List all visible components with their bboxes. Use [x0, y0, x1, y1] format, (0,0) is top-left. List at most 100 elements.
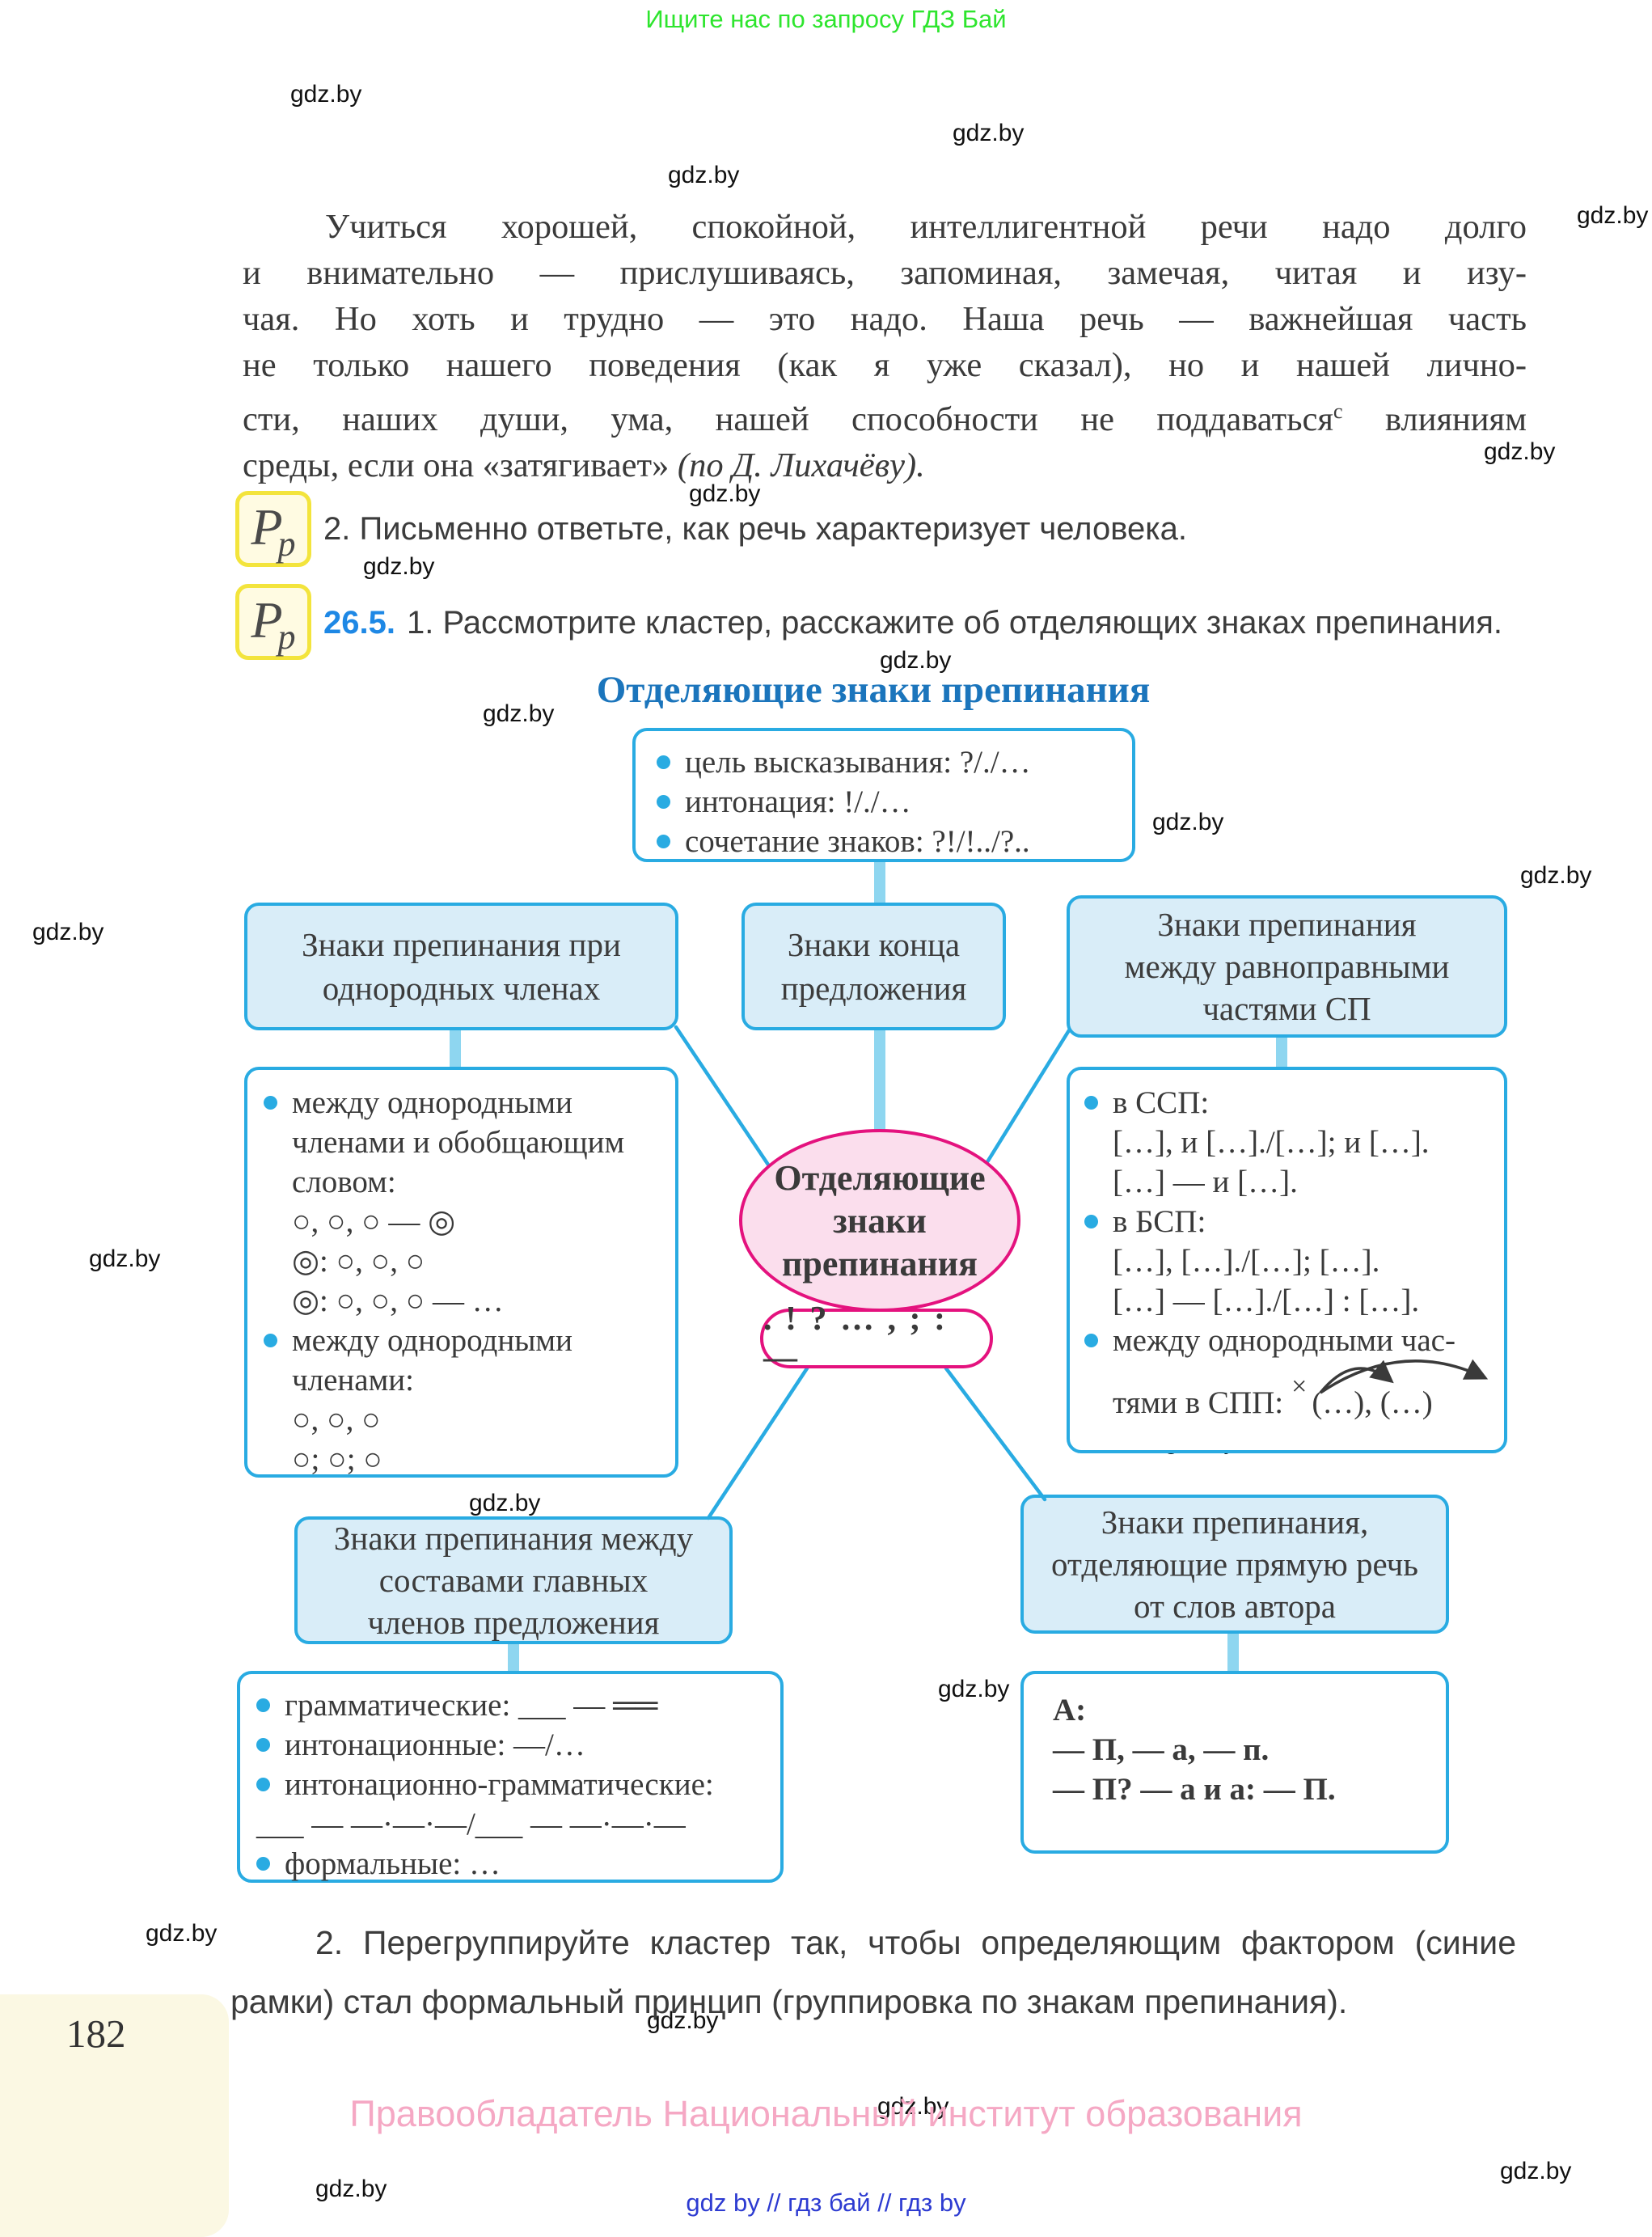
connector [450, 1030, 461, 1071]
criteria-box: цель высказывания: ?/./… интонация: !/./… [632, 728, 1135, 862]
scheme-line: ◎: ○, ○, ○ — … [292, 1283, 504, 1318]
cluster-title: Отделяющие знаки препинания [596, 669, 1151, 711]
bullet-icon [657, 795, 670, 809]
bullet-icon [264, 1334, 277, 1347]
watermark: gdz.by [32, 919, 104, 945]
watermark: gdz.by [1484, 438, 1556, 465]
bullet-icon [657, 835, 670, 848]
equal-parts-detail-box: в ССП: […], и […]./[…]; и […]. […] — и [… [1067, 1067, 1507, 1453]
scheme-line: […] — […]./[…] : […]. [1113, 1283, 1420, 1318]
detail-line: интонационно-грамматические: [256, 1765, 764, 1804]
watermark: gdz.by [953, 120, 1025, 146]
criteria-item: интонация: !/./… [657, 782, 1111, 822]
main-members-detail-box: грамматические: ___ — ══ интонационные: … [237, 1671, 784, 1883]
speech-development-icon: Рр [235, 491, 311, 567]
bullet-icon [1084, 1096, 1098, 1110]
bullet-icon [256, 1857, 270, 1871]
scheme-line: […], […]./[…]; […]. [1113, 1244, 1380, 1279]
passage-source: (по Д. Лихачёву). [677, 446, 925, 485]
exercise-26-5-task: 26.5.1. Рассмотрите кластер, расскажите … [323, 605, 1502, 641]
watermark: gdz.by [1577, 202, 1649, 229]
connector [508, 1643, 519, 1671]
bullet-icon [264, 1096, 277, 1110]
exercise-2-task: 2. Письменно ответьте, как речь характер… [323, 511, 1187, 547]
detail-line: формальные: … [256, 1844, 764, 1884]
main-clause-mark: × [1291, 1372, 1308, 1402]
watermark: gdz.by [647, 2007, 719, 2034]
scheme-line: — П? — а и а: — П. [1053, 1772, 1336, 1807]
copyright-line: Правообладатель Национальный институт об… [349, 2093, 1303, 2134]
page-number-box [0, 1994, 229, 2237]
exercise-26-5-task-2: 2. Перегруппируйте кластер так, чтобы оп… [230, 1924, 1516, 2020]
bullet-icon [256, 1778, 270, 1791]
detail-line: членами и обобщающим [292, 1125, 625, 1160]
scheme-line: […] — и […]. [1113, 1165, 1298, 1199]
bullet-icon [1084, 1215, 1098, 1228]
passage-line: Учиться хорошей, спокойной, интеллигентн… [325, 208, 1527, 246]
bullet-icon [256, 1738, 270, 1752]
watermark: gdz.by [89, 1245, 161, 1272]
punctuation-signs-pill: . ! ? … , ; : — [760, 1300, 993, 1376]
watermark: gdz.by [880, 647, 952, 674]
watermark: gdz.by [1500, 2158, 1572, 2184]
speech-development-icon: Рр [235, 584, 311, 660]
scheme-line: ◎: ○, ○, ○ [292, 1244, 425, 1279]
criteria-item: сочетание знаков: ?!/!../?.. [657, 822, 1111, 861]
spp-scheme: ×(…), (…) [1291, 1359, 1489, 1424]
bullet-icon [1084, 1334, 1098, 1347]
page-number: 182 [66, 2011, 126, 2056]
watermark: gdz.by [938, 1676, 1010, 1702]
exercise-number: 26.5. [323, 605, 395, 641]
detail-line: между однородными [264, 1083, 659, 1123]
scheme-line: ___ — —·—·—/___ — —·—·— [256, 1807, 686, 1842]
watermark: gdz.by [689, 480, 761, 507]
connector [874, 861, 885, 906]
watermark: gdz.by [668, 162, 740, 188]
watermark: gdz.by [483, 700, 555, 727]
bullet-icon [657, 755, 670, 769]
scheme-line: ○, ○, ○ — ◎ [292, 1204, 456, 1239]
morpheme-mark: с [1333, 400, 1343, 423]
scheme-line: А: [1053, 1693, 1087, 1727]
criteria-item: цель высказывания: ?/./… [657, 742, 1111, 782]
watermark: gdz.by [315, 2176, 387, 2202]
watermark: gdz.by [146, 1920, 218, 1947]
watermark: gdz.by [469, 1490, 541, 1516]
homogeneous-detail-box: между однородными членами и обобщающим с… [244, 1067, 678, 1478]
watermark: gdz.by [363, 553, 435, 580]
reading-passage: Учиться хорошей, спокойной, интеллигентн… [243, 204, 1527, 488]
scheme-line: — П, — а, — п. [1053, 1732, 1270, 1767]
connector [1227, 1630, 1239, 1671]
detail-line: тями в СПП: ×(…), (…) [1084, 1359, 1489, 1424]
watermark: gdz.by [1520, 862, 1592, 889]
detail-line: в ССП: [1084, 1083, 1489, 1123]
scheme-line: ○, ○, ○ [292, 1402, 381, 1437]
scheme-line: […], и […]./[…]; и […]. [1113, 1125, 1430, 1160]
passage-line: и внимательно — прислушиваясь, запоминая… [243, 254, 1527, 292]
connector [1276, 1035, 1287, 1071]
watermark: gdz.by [1152, 809, 1224, 835]
scheme-line: ○; ○; ○ [292, 1442, 382, 1477]
watermark: gdz.by [290, 81, 362, 108]
cluster-center: Отделяющие знаки препинания [739, 1129, 1020, 1312]
detail-line: в БСП: [1084, 1202, 1489, 1241]
passage-line: чая. Но хоть и трудно — это надо. Наша р… [243, 300, 1527, 338]
detail-line: между однородными [264, 1321, 659, 1360]
detail-line: между однородными час- [1084, 1321, 1489, 1360]
watermark: gdz.by [877, 2093, 949, 2120]
footer-links: gdz by // гдз бай // гдз by [686, 2188, 966, 2217]
top-banner: Ищите нас по запросу ГДЗ Бай [645, 5, 1007, 33]
passage-line: среды, если она «затягивает» (по Д. Лиха… [243, 446, 925, 485]
passage-line: не только нашего поведения (как я уже ск… [243, 346, 1527, 384]
detail-line: грамматические: ___ — ══ [256, 1685, 764, 1725]
connector [874, 1030, 885, 1135]
detail-line: членами: [292, 1363, 414, 1398]
detail-line: словом: [292, 1165, 396, 1199]
direct-speech-detail-box: А: — П, — а, — п. — П? — а и а: — П. [1020, 1671, 1449, 1854]
